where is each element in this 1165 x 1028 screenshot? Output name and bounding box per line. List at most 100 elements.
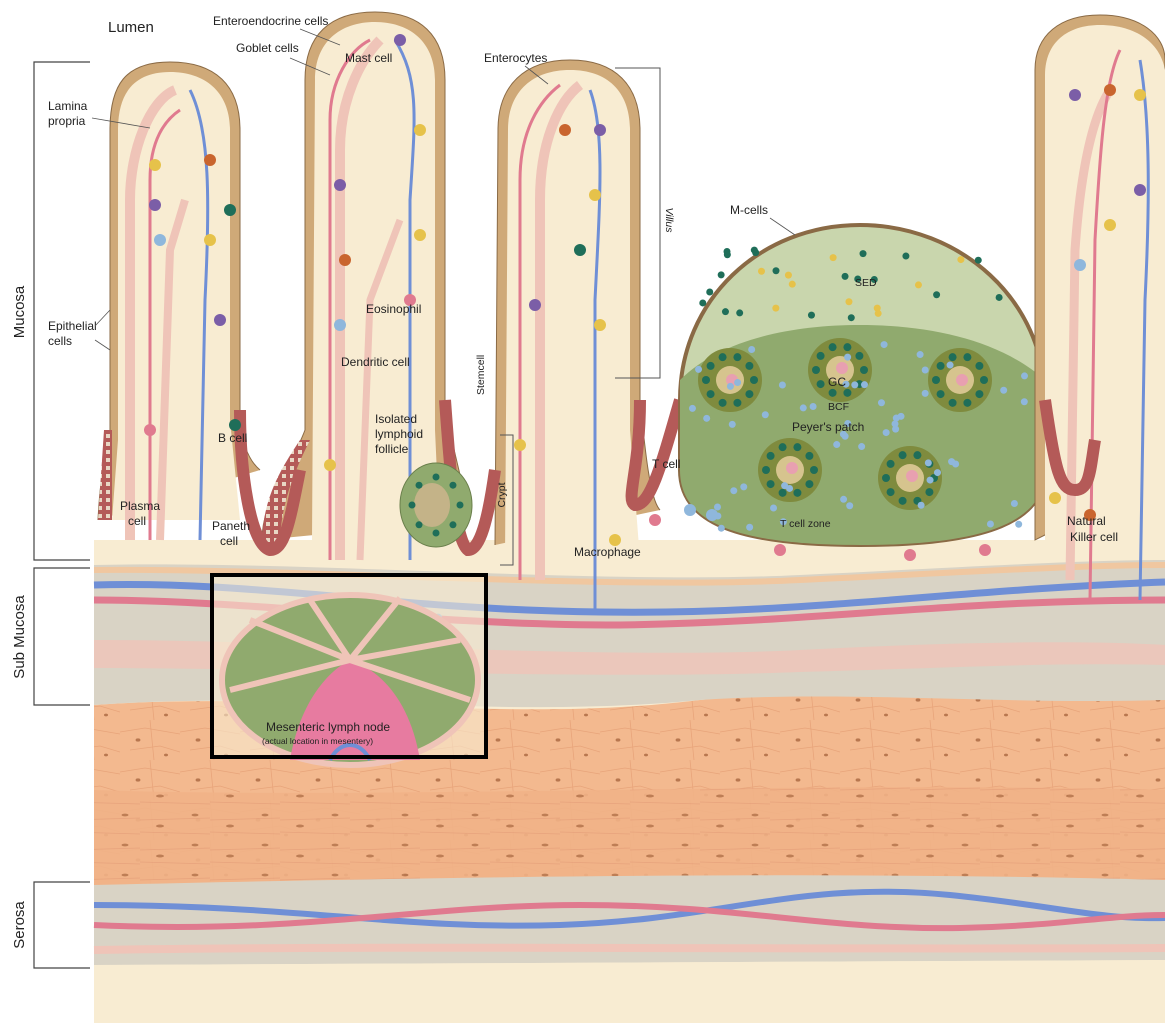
dome-cell	[772, 305, 779, 312]
b-cell	[843, 343, 851, 351]
mast-cell-label: Mast cell	[345, 51, 392, 65]
eosinophil-label: Eosinophil	[366, 302, 421, 316]
b-cell	[779, 443, 787, 451]
b-cell	[767, 452, 775, 460]
serosa-label: Serosa	[11, 901, 28, 949]
t-cell	[770, 504, 777, 511]
immune-cell	[324, 459, 336, 471]
sub-mucosa-bracket	[34, 568, 90, 705]
b-cell	[887, 488, 895, 496]
t-cell	[927, 477, 934, 484]
t-cell	[925, 459, 932, 466]
dome-cell	[724, 251, 731, 258]
t-cell	[922, 390, 929, 397]
dome-cell	[785, 272, 792, 279]
b-cell	[745, 390, 753, 398]
b-cell	[843, 389, 851, 397]
b-cell	[750, 376, 758, 384]
t-cell	[918, 502, 925, 509]
b-cell	[433, 474, 440, 481]
isolated-label-3: follicle	[375, 442, 409, 456]
epithelial-label-1: Epithelial	[48, 319, 97, 333]
villus-label: Villus	[663, 208, 675, 234]
immune-cell	[1134, 184, 1146, 196]
b-cell	[829, 343, 837, 351]
b-cell-label: B cell	[218, 431, 247, 445]
lamina-propria-label-1: Lamina	[48, 99, 88, 113]
villus-4	[1035, 15, 1165, 600]
b-cell	[457, 502, 464, 509]
immune-cell	[529, 299, 541, 311]
b-cell	[937, 390, 945, 398]
t-cell	[987, 520, 994, 527]
isolated-label-2: lymphoid	[375, 427, 423, 441]
t-cell	[734, 379, 741, 386]
b-cell	[980, 376, 988, 384]
immune-cell	[224, 204, 236, 216]
t-cell	[714, 503, 721, 510]
t-cell	[892, 426, 899, 433]
t-cell	[1011, 500, 1018, 507]
immune-cell	[414, 229, 426, 241]
dome-cell	[933, 291, 940, 298]
b-cell	[433, 530, 440, 537]
dome-cell	[718, 271, 725, 278]
dome-cell	[902, 253, 909, 260]
immune-cell	[1104, 84, 1116, 96]
enteroendocrine-label: Enteroendocrine cells	[213, 14, 328, 28]
t-cell	[878, 399, 885, 406]
t-cell	[881, 341, 888, 348]
t-cell	[810, 403, 817, 410]
b-cell	[793, 443, 801, 451]
b-cell	[762, 466, 770, 474]
dome-cell	[736, 309, 743, 316]
peyers-patch-label: Peyer's patch	[792, 420, 864, 434]
dome-cell	[996, 294, 1003, 301]
dome-cell	[722, 308, 729, 315]
b-cell	[733, 399, 741, 407]
b-cell	[702, 376, 710, 384]
b-cell	[793, 489, 801, 497]
immune-cell	[904, 549, 916, 561]
t-cell	[746, 524, 753, 531]
b-cell	[810, 466, 818, 474]
t-cell	[898, 413, 905, 420]
immune-cell	[684, 504, 696, 516]
t-cell	[858, 443, 865, 450]
immune-cell	[214, 314, 226, 326]
b-cell	[899, 451, 907, 459]
b-cell	[932, 376, 940, 384]
b-cell	[416, 482, 423, 489]
t-cell	[948, 458, 955, 465]
dome-cell	[808, 312, 815, 319]
t-cell-zone-label: T cell zone	[780, 518, 831, 530]
b-cell	[767, 480, 775, 488]
immune-cell	[589, 189, 601, 201]
dome-cell	[773, 267, 780, 274]
dome-cell	[845, 298, 852, 305]
t-cell	[922, 367, 929, 374]
b-cell	[829, 389, 837, 397]
dome-cell	[699, 299, 706, 306]
mucosa-bracket	[34, 62, 90, 560]
b-cell	[937, 362, 945, 370]
nk-label-2: Killer cell	[1070, 530, 1118, 544]
b-cell	[855, 352, 863, 360]
b-cell	[733, 353, 741, 361]
t-cell	[748, 346, 755, 353]
t-cell	[718, 525, 725, 532]
b-cell	[975, 390, 983, 398]
b-cell	[949, 399, 957, 407]
dome-cell	[860, 250, 867, 257]
dome-cell	[789, 281, 796, 288]
immune-cell	[144, 424, 156, 436]
dome-cell	[975, 257, 982, 264]
m-cells-label: M-cells	[730, 203, 768, 217]
immune-cell	[574, 244, 586, 256]
b-cell	[975, 362, 983, 370]
immune-cell	[229, 419, 241, 431]
immune-cell	[394, 34, 406, 46]
dome-cell	[830, 254, 837, 261]
b-cell	[913, 451, 921, 459]
b-cell	[449, 482, 456, 489]
